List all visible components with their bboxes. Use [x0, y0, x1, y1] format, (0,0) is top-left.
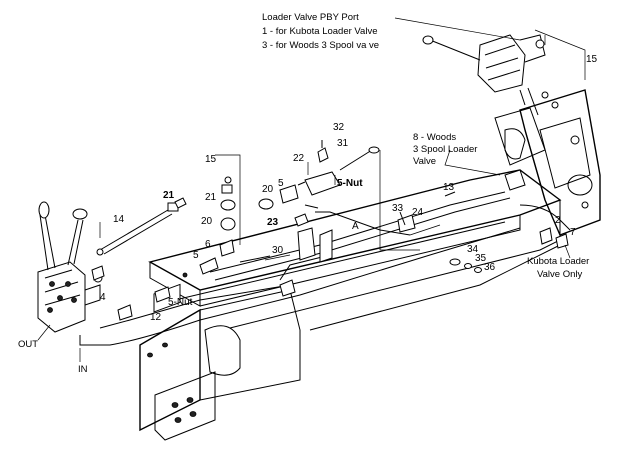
callout-21-upper: 21 [163, 190, 175, 201]
woods-note-line-3: Valve [413, 156, 436, 167]
callout-7: 7 [570, 227, 576, 238]
callout-24: 24 [412, 207, 424, 218]
callout-12: 12 [150, 312, 162, 323]
callout-5-upper: 5 [278, 178, 284, 189]
callout-22: 22 [293, 153, 305, 164]
callout-5-nut-top: 5-Nut [337, 178, 363, 189]
out-leader [37, 324, 51, 341]
notes: Loader Valve PBY Port 1 - for Kubota Loa… [18, 12, 589, 375]
loader-valve-pby [422, 29, 586, 116]
in-label: IN [78, 364, 88, 375]
kubota-note-line-2: Valve Only [537, 269, 582, 280]
callout-21-mid: 21 [205, 192, 217, 203]
callout-13: 13 [443, 182, 455, 193]
pby-note-line-1: Loader Valve PBY Port [262, 12, 359, 23]
callout-5-left: 5 [193, 250, 199, 261]
callout-6: 6 [205, 239, 211, 250]
callout-20-left: 20 [201, 216, 213, 227]
pby-note-line-2: 1 - for Kubota Loader Valve [262, 26, 377, 37]
callout-32: 32 [333, 122, 345, 133]
woods-note-line-1: 8 - Woods [413, 132, 456, 143]
callout-31: 31 [337, 138, 349, 149]
callout-15-top: 15 [586, 54, 598, 65]
tractor-frame [139, 89, 601, 441]
pby-note-line-3: 3 - for Woods 3 Spool va ve [262, 40, 379, 51]
callout-a-marker: A [352, 221, 359, 232]
callout-14: 14 [113, 214, 125, 225]
callout-30: 30 [272, 245, 284, 256]
woods-note-line-2: 3 Spool Loader [413, 144, 477, 155]
callout-36: 36 [484, 262, 496, 273]
callout-labels: 15 15 32 31 22 21 21 20 20 5 5 5-Nut 5-N… [100, 54, 598, 323]
control-valve-lever-left [38, 201, 56, 271]
kubota-note-line-1: Kubota Loader [527, 256, 589, 267]
hydraulic-lines [79, 191, 571, 346]
control-valve-lever-right [67, 208, 88, 266]
out-label: OUT [18, 339, 38, 350]
pby-note-leader [394, 17, 521, 41]
callout-5-nut-bottom: 5-Nut [168, 297, 193, 308]
callout-4: 4 [100, 292, 106, 303]
callout-20-right: 20 [262, 184, 274, 195]
callout-2: 2 [555, 215, 561, 226]
callout-33: 33 [392, 203, 404, 214]
callout-34: 34 [467, 244, 479, 255]
callout-35: 35 [475, 253, 487, 264]
callout-23: 23 [267, 217, 279, 228]
fittings [91, 140, 571, 321]
callout-15-mid: 15 [205, 154, 217, 165]
